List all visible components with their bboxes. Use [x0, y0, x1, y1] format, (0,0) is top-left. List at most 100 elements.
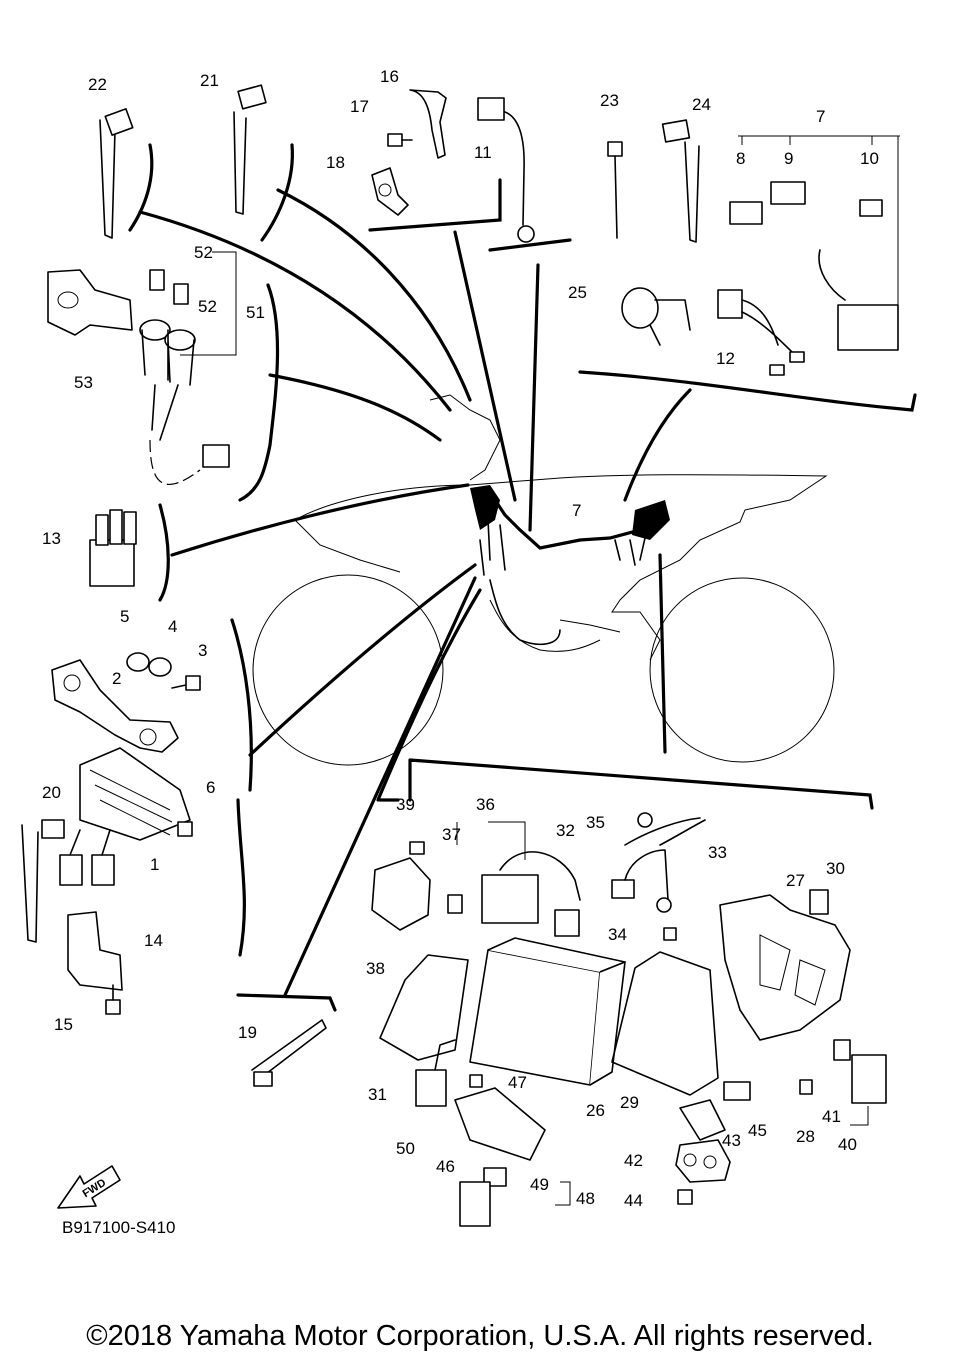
part-connector-10: [859, 199, 883, 217]
callout-26: 26: [586, 1101, 605, 1120]
part-bracket-43: [679, 1099, 726, 1141]
part-relay-8: [729, 201, 763, 225]
callout-40: 40: [838, 1135, 857, 1154]
callout-37: 37: [442, 825, 461, 844]
part-connector-40: [850, 1054, 887, 1126]
part-bracket-16: [409, 89, 447, 159]
callout-8: 8: [736, 149, 745, 168]
part-bulbs-52: [149, 269, 189, 305]
callout-33: 33: [708, 843, 727, 862]
callout-4: 4: [168, 617, 177, 636]
part-bolt-44: [677, 1189, 693, 1205]
part-damper-4: [148, 657, 172, 677]
callout-39: 39: [396, 795, 415, 814]
part-holder-25: [621, 287, 691, 346]
part-cable-33: [611, 817, 706, 913]
part-bolt-47: [469, 1074, 483, 1088]
callout-29: 29: [620, 1093, 639, 1112]
callout-12: 12: [716, 349, 735, 368]
callout-10: 10: [860, 149, 879, 168]
electrical-parts-diagram: FWD 1 2 3 4 5 6 7 7 8 9 10 11 12 13 14 1…: [21, 67, 917, 1227]
callout-9: 9: [784, 149, 793, 168]
drawing-code: B917100-S410: [62, 1218, 176, 1237]
callout-27: 27: [786, 871, 805, 890]
part-relay-9: [770, 181, 806, 205]
callout-38: 38: [366, 959, 385, 978]
callout-18: 18: [326, 153, 345, 172]
callout-48: 48: [576, 1189, 595, 1208]
callout-1: 1: [150, 855, 159, 874]
callout-41: 41: [822, 1107, 841, 1126]
callout-2: 2: [112, 669, 121, 688]
part-coupler-48: [459, 1181, 571, 1227]
callout-43: 43: [722, 1131, 741, 1150]
part-lead-32: [499, 851, 581, 937]
callout-7-harness: 7: [572, 501, 581, 520]
callout-50: 50: [396, 1139, 415, 1158]
callout-5: 5: [120, 607, 129, 626]
callout-47: 47: [508, 1073, 527, 1092]
part-collar-5: [126, 652, 150, 672]
part-bolt-28: [799, 1079, 813, 1095]
callout-35: 35: [586, 813, 605, 832]
part-cap-45: [723, 1081, 751, 1101]
part-rectifier-1: [59, 747, 191, 886]
part-sub-harness-12: [717, 289, 805, 376]
fwd-arrow-icon: FWD: [57, 1165, 121, 1209]
part-connector-13: [89, 509, 137, 587]
part-socket-51: [139, 251, 237, 485]
callout-21: 21: [200, 71, 219, 90]
callout-24: 24: [692, 95, 711, 114]
callout-3: 3: [198, 641, 207, 660]
callout-36: 36: [476, 795, 495, 814]
part-cable-band-24: [661, 119, 700, 243]
callout-15: 15: [54, 1015, 73, 1034]
part-clamp-18: [371, 167, 409, 216]
part-bolt-3: [171, 675, 201, 691]
part-cable-tie-23: [607, 141, 623, 239]
callout-34: 34: [608, 925, 627, 944]
part-cable-band-20: [21, 819, 65, 943]
callout-23: 23: [600, 91, 619, 110]
callout-22: 22: [88, 75, 107, 94]
part-bolt-35: [637, 812, 653, 828]
part-bolt-15: [105, 984, 121, 1015]
part-cover-53: [47, 269, 133, 336]
callout-32: 32: [556, 821, 575, 840]
callout-19: 19: [238, 1023, 257, 1042]
part-sensor-42: [675, 1139, 731, 1183]
part-starter-relay-36: [447, 821, 539, 924]
callout-13: 13: [42, 529, 61, 548]
part-cover-38: [371, 857, 431, 931]
part-battery-26: [469, 937, 626, 1086]
callout-25: 25: [568, 283, 587, 302]
callout-53: 53: [74, 373, 93, 392]
part-bolt-39: [409, 841, 425, 855]
part-bracket-46: [454, 1087, 546, 1161]
callout-46: 46: [436, 1157, 455, 1176]
callout-52-lower: 52: [198, 297, 217, 316]
part-connector-41: [833, 1039, 851, 1061]
wire-harness-main: [470, 485, 670, 646]
callout-28: 28: [796, 1127, 815, 1146]
callout-14: 14: [144, 931, 163, 950]
leader-lines: [128, 143, 917, 1012]
callout-17: 17: [350, 97, 369, 116]
callout-52-upper: 52: [194, 243, 213, 262]
callout-44: 44: [624, 1191, 643, 1210]
part-sheet-29: [611, 951, 719, 1096]
callout-20: 20: [42, 783, 61, 802]
part-band-19: [251, 1019, 327, 1087]
callout-6: 6: [206, 778, 215, 797]
callout-30: 30: [826, 859, 845, 878]
motorcycle-silhouette: [252, 394, 835, 766]
callout-11: 11: [474, 143, 492, 162]
part-bolt-17: [387, 133, 413, 147]
callout-51: 51: [246, 303, 265, 322]
callout-31: 31: [368, 1085, 387, 1104]
part-harness-7-branch: [738, 135, 900, 351]
part-bolt-6: [177, 821, 193, 837]
part-lead-11: [477, 97, 535, 243]
part-cable-band-22: [99, 108, 134, 239]
part-bracket-27: [719, 889, 851, 1041]
